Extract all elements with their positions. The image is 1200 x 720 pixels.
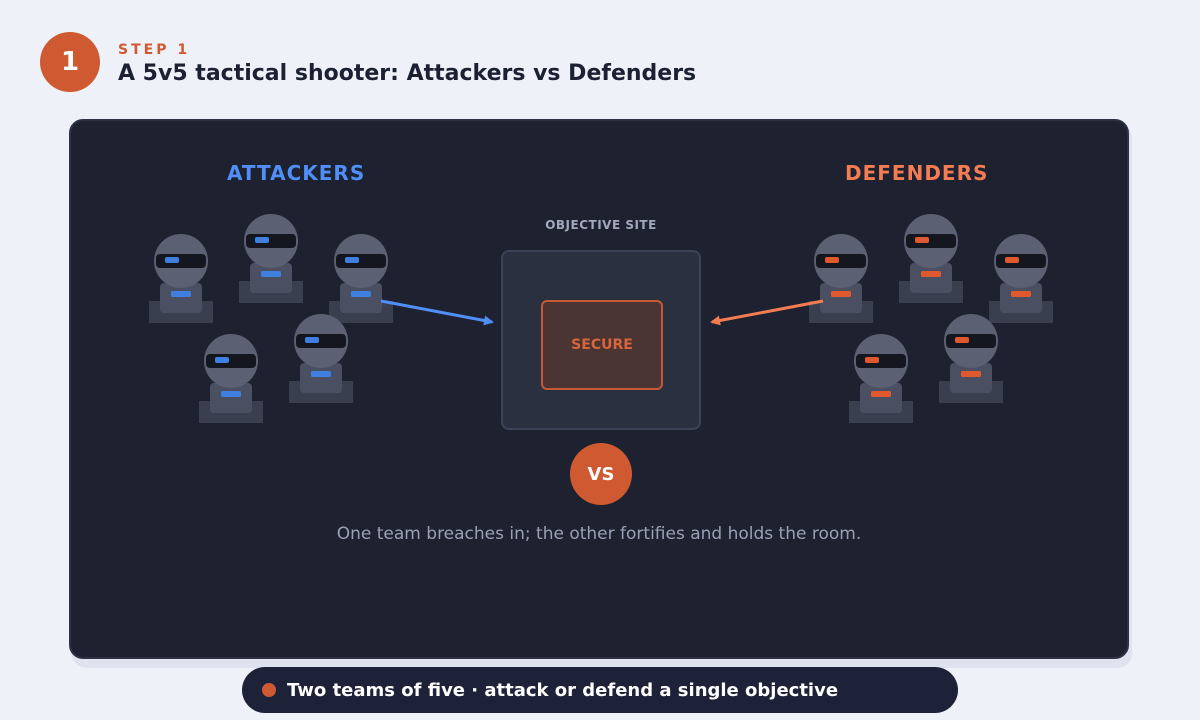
defenders-squad xyxy=(809,214,1053,423)
scene-caption: One team breaches in; the other fortifie… xyxy=(336,524,862,544)
defender-soldier-icon-5 xyxy=(939,314,1003,403)
objective-site: SECURE xyxy=(501,250,701,430)
scene-illustration xyxy=(149,214,1053,423)
defenders-title: DEFENDERS xyxy=(845,161,989,185)
attacker-soldier-icon-4 xyxy=(199,334,263,423)
defender-soldier-icon-4 xyxy=(849,334,913,423)
secure-zone: SECURE xyxy=(541,300,663,390)
step-number-badge: 1 xyxy=(40,32,100,92)
attacker-soldier-icon-2 xyxy=(239,214,303,303)
vs-badge: VS xyxy=(570,443,632,505)
objective-site-label: OBJECTIVE SITE xyxy=(545,218,657,232)
attacker-soldier-icon-3 xyxy=(329,234,393,323)
defender-soldier-icon-2 xyxy=(899,214,963,303)
footer-text: Two teams of five · attack or defend a s… xyxy=(287,679,839,701)
scene-panel: ATTACKERS DEFENDERS OBJECTIVE SITE SECUR… xyxy=(69,119,1129,659)
attack-arrow xyxy=(380,299,494,326)
defender-soldier-icon-3 xyxy=(989,234,1053,323)
attacker-soldier-icon-1 xyxy=(149,234,213,323)
footer-summary: Two teams of five · attack or defend a s… xyxy=(242,667,958,713)
attackers-title: ATTACKERS xyxy=(227,161,366,185)
attackers-squad xyxy=(149,214,393,423)
defender-soldier-icon-1 xyxy=(809,234,873,323)
defend-arrow xyxy=(710,299,824,326)
attacker-soldier-icon-5 xyxy=(289,314,353,403)
page-title: A 5v5 tactical shooter: Attackers vs Def… xyxy=(118,61,697,86)
step-label: STEP 1 xyxy=(118,42,191,58)
bullet-dot-icon xyxy=(262,683,276,697)
